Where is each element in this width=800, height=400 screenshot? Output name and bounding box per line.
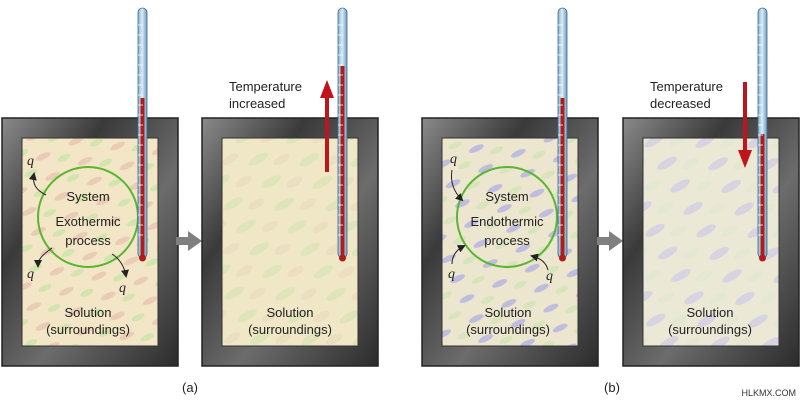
panel-b-right-container [622,117,800,367]
temperature-down-arrow [738,82,752,168]
panel-b-left-container [421,117,599,367]
thermometer-a1 [137,7,148,262]
heat-out-arrow-3 [111,253,129,278]
endothermic-system-circle [456,166,558,268]
solution-label-b2: Solution [687,305,734,320]
temperature-up-arrow [320,80,334,172]
result-label-a: increased [229,96,285,111]
solution-label-a1: Solution [65,305,112,320]
watermark: HLKMX.COM [741,388,796,398]
q-label-b3: q [546,269,553,284]
q-label-a1: q [27,154,34,169]
result-label-b: decreased [650,96,711,111]
surroundings-label-a1: (surroundings) [46,322,130,337]
q-label-a3: q [119,281,126,296]
thermometer-b2 [757,7,768,262]
panel-a-left-container [1,117,179,367]
thermometer-a2 [337,7,348,262]
process-type-label-b: Endothermic [471,214,544,229]
solution-label-a2: Solution [267,305,314,320]
heat-out-arrow-2 [34,247,53,268]
panel-b-caption: (b) [604,380,620,395]
q-label-b2: q [448,267,455,282]
heat-out-arrow-1 [28,172,47,196]
process-word-label-a: process [65,233,111,248]
transfer-arrow-b [597,231,623,251]
process-type-label-a: Exothermic [55,214,121,229]
surroundings-label-b1: (surroundings) [466,322,550,337]
panel-a-right-container [201,117,379,367]
heat-in-arrow-2 [451,245,466,265]
system-label-b: System [485,189,528,204]
heat-in-arrow-1 [451,169,464,202]
process-word-label-b: process [484,233,530,248]
system-label-a: System [66,189,109,204]
solution-label-b1: Solution [485,305,532,320]
q-label-a2: q [27,267,34,282]
temperature-label-b: Temperature [650,79,723,94]
surroundings-label-b2: (surroundings) [668,322,752,337]
surroundings-label-a2: (surroundings) [248,322,332,337]
temperature-label-a: Temperature [229,79,302,94]
q-label-b1: q [450,152,457,167]
panel-a-caption: (a) [182,380,198,395]
transfer-arrow-a [176,231,202,251]
thermometer-b1 [557,7,568,262]
heat-in-arrow-3 [530,253,549,271]
